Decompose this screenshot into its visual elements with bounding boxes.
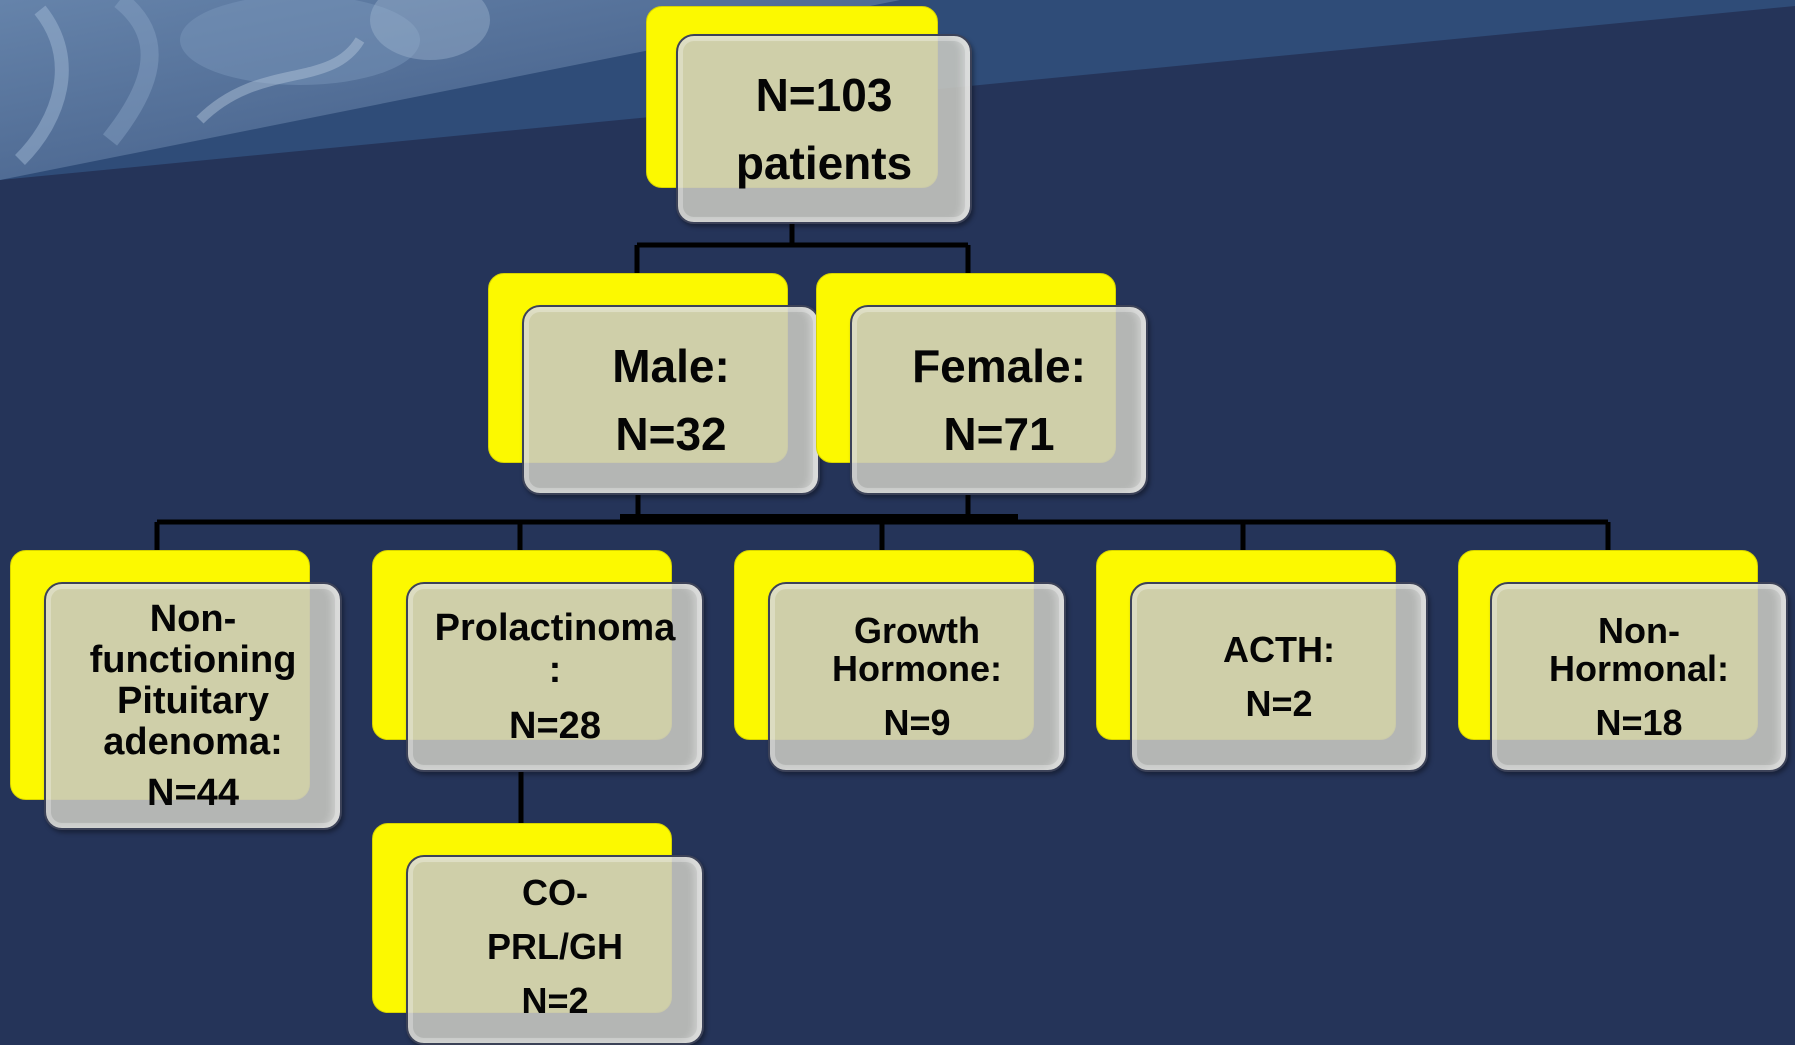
node-label-line: Non- bbox=[1598, 610, 1680, 651]
node-co-prl-gh: CO- PRL/GH N=2 bbox=[372, 823, 704, 1045]
node-label-line: N=2 bbox=[521, 980, 589, 1021]
node-label-line: Growth bbox=[854, 610, 980, 651]
node-label-line: : bbox=[548, 649, 562, 691]
node-label-line: Hormonal: bbox=[1549, 648, 1729, 689]
node-box: CO- PRL/GH N=2 bbox=[406, 855, 704, 1045]
node-box: Non- functioning Pituitary adenoma: N=44 bbox=[44, 582, 342, 830]
node-label-line: Male: bbox=[612, 340, 730, 392]
node-label-line: N=32 bbox=[615, 408, 727, 460]
node-box: N=103 patients bbox=[676, 34, 972, 224]
node-label-line: N=103 bbox=[755, 69, 893, 121]
node-label-line: adenoma: bbox=[103, 720, 283, 763]
node-non-hormonal: Non- Hormonal: N=18 bbox=[1458, 550, 1790, 772]
node-label-line: ACTH: bbox=[1223, 629, 1335, 670]
node-box: Growth Hormone: N=9 bbox=[768, 582, 1066, 772]
node-label-line: N=18 bbox=[1595, 702, 1683, 743]
node-label-line: patients bbox=[735, 137, 913, 189]
node-label-line: N=28 bbox=[509, 705, 601, 747]
node-label-line: Prolactinoma bbox=[434, 607, 676, 649]
node-total-patients: N=103 patients bbox=[646, 6, 972, 224]
node-female: Female: N=71 bbox=[816, 273, 1148, 495]
node-label-line: N=2 bbox=[1245, 683, 1313, 724]
node-box: Non- Hormonal: N=18 bbox=[1490, 582, 1788, 772]
node-box: Female: N=71 bbox=[850, 305, 1148, 495]
node-label-line: Non- bbox=[149, 597, 237, 640]
node-growth-hormone: Growth Hormone: N=9 bbox=[734, 550, 1066, 772]
node-label-line: PRL/GH bbox=[486, 926, 623, 967]
node-box: Prolactinoma : N=28 bbox=[406, 582, 704, 772]
node-non-functioning-adenoma: Non- functioning Pituitary adenoma: N=44 bbox=[10, 550, 342, 830]
node-acth: ACTH: N=2 bbox=[1096, 550, 1428, 772]
node-label-line: CO- bbox=[522, 872, 588, 913]
node-label-line: Pituitary bbox=[116, 679, 270, 722]
node-label-line: N=44 bbox=[147, 771, 239, 814]
node-label-line: functioning bbox=[89, 638, 297, 681]
node-male: Male: N=32 bbox=[488, 273, 820, 495]
node-prolactinoma: Prolactinoma : N=28 bbox=[372, 550, 704, 772]
node-label-line: N=71 bbox=[943, 408, 1055, 460]
node-box: Male: N=32 bbox=[522, 305, 820, 495]
node-box: ACTH: N=2 bbox=[1130, 582, 1428, 772]
node-label-line: Female: bbox=[912, 340, 1086, 392]
node-label-line: N=9 bbox=[883, 702, 951, 743]
node-label-line: Hormone: bbox=[832, 648, 1002, 689]
